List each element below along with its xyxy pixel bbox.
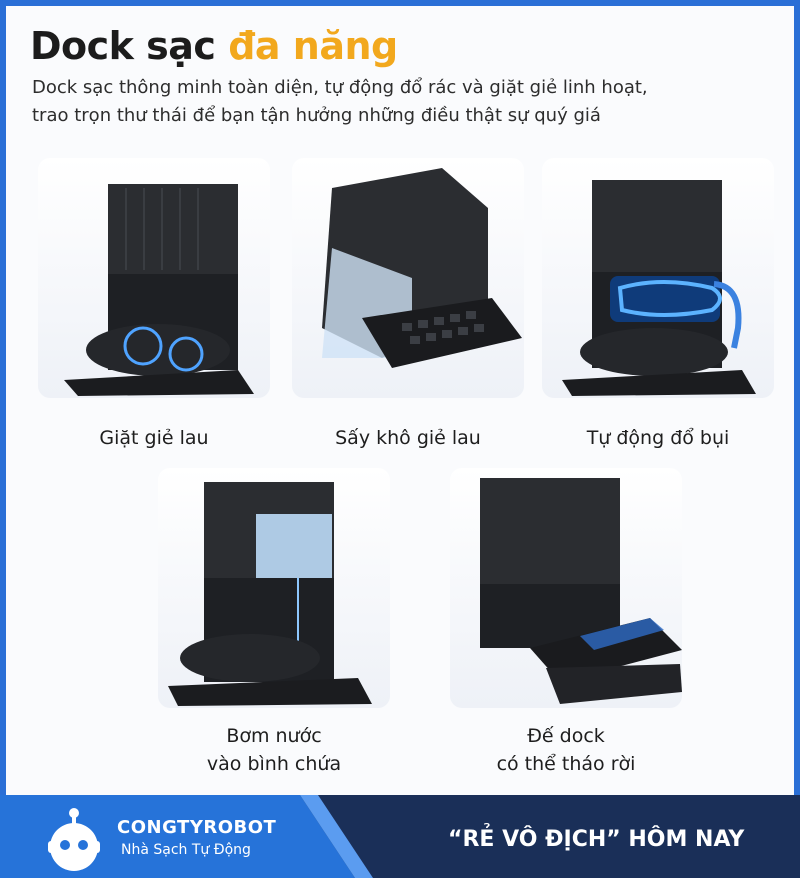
feature-caption-auto-empty: Tự động đổ bụi xyxy=(542,424,774,452)
brand-name: CONGTYROBOT xyxy=(117,817,277,838)
feature-card-removable-base xyxy=(450,468,682,708)
caption-line: Giặt giẻ lau xyxy=(99,427,209,449)
feature-card-auto-empty xyxy=(542,158,774,398)
brand-tagline: Nhà Sạch Tự Động xyxy=(121,842,251,858)
robot-logo-icon xyxy=(48,808,100,871)
page-title: Dock sạc đa năng xyxy=(30,24,398,68)
footer-banner: CONGTYROBOT Nhà Sạch Tự Động “RẺ VÔ ĐỊCH… xyxy=(0,795,800,878)
title-main: Dock sạc xyxy=(30,24,229,68)
title-accent: đa năng xyxy=(228,24,398,68)
caption-line-2: có thể tháo rời xyxy=(496,753,636,775)
caption-line: Tự động đổ bụi xyxy=(586,427,730,449)
feature-caption-water-refill: Bơm nước vào bình chứa xyxy=(158,722,390,778)
dock-water-refill-image xyxy=(168,482,372,706)
feature-card-mop-washing xyxy=(38,158,270,398)
subtitle-line-2: trao trọn thư thái để bạn tận hưởng nhữn… xyxy=(32,105,601,126)
feature-caption-removable-base: Đế dock có thể tháo rời xyxy=(450,722,682,778)
feature-caption-mop-drying: Sấy khô giẻ lau xyxy=(292,424,524,452)
caption-line: Sấy khô giẻ lau xyxy=(335,427,481,449)
dock-auto-empty-image xyxy=(562,180,756,396)
feature-caption-mop-washing: Giặt giẻ lau xyxy=(38,424,270,452)
feature-card-mop-drying xyxy=(292,158,524,398)
feature-card-water-refill xyxy=(158,468,390,708)
promo-slogan: “RẺ VÔ ĐỊCH” HÔM NAY xyxy=(448,827,745,852)
dock-removable-base-image xyxy=(480,478,682,704)
caption-line-1: Đế dock xyxy=(527,725,605,747)
dock-drying-image xyxy=(322,168,522,368)
subtitle-line-1: Dock sạc thông minh toàn diện, tự động đ… xyxy=(32,77,648,98)
caption-line-2: vào bình chứa xyxy=(206,753,342,775)
page-subtitle: Dock sạc thông minh toàn diện, tự động đ… xyxy=(32,74,772,130)
caption-line-1: Bơm nước xyxy=(226,725,322,747)
dock-washing-image xyxy=(64,184,254,396)
